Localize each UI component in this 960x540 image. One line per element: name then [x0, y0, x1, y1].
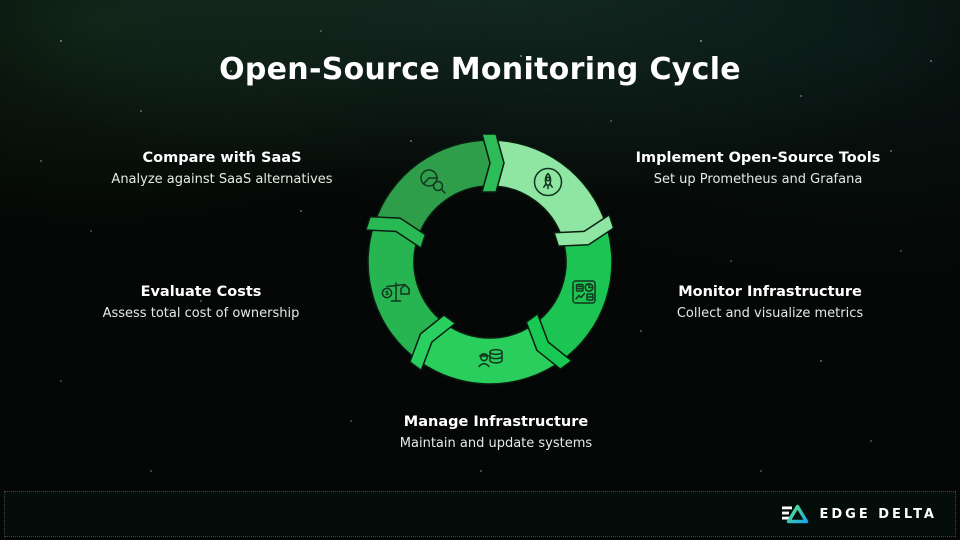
- step-description: Set up Prometheus and Grafana: [653, 172, 863, 187]
- step-implement-open-source-tools: Implement Open-Source Tools Set up Prome…: [636, 150, 881, 187]
- arrow-bottom-right: [525, 313, 573, 370]
- pie-magnifier-icon: [420, 169, 446, 194]
- cost-scale-icon: $: [381, 282, 410, 302]
- step-label: Implement Open-Source Tools: [635, 150, 881, 166]
- dashboard-icon: [572, 280, 596, 304]
- step-compare-with-saas: Compare with SaaS Analyze against SaaS a…: [111, 150, 332, 187]
- rocket-icon: [533, 167, 563, 197]
- cycle-diagram: $: [365, 133, 615, 385]
- svg-text:$: $: [385, 289, 390, 297]
- arrow-right-upper: [553, 214, 615, 247]
- step-label: Monitor Infrastructure: [678, 284, 862, 300]
- page-title: Open-Source Monitoring Cycle: [219, 52, 741, 87]
- step-label: Manage Infrastructure: [403, 414, 589, 430]
- step-label: Compare with SaaS: [142, 150, 302, 166]
- arrow-left-upper: [365, 215, 427, 249]
- step-description: Assess total cost of ownership: [102, 306, 300, 321]
- arrow-bottom-left: [409, 314, 457, 372]
- edge-delta-brand-text: EDGE DELTA: [819, 506, 937, 522]
- edge-delta-logo-icon: [781, 504, 808, 524]
- step-label: Evaluate Costs: [140, 284, 262, 300]
- edge-delta-brand: EDGE DELTA: [780, 502, 937, 526]
- footer-bar: EDGE DELTA: [4, 491, 956, 537]
- engineer-database-icon: [478, 348, 503, 368]
- step-monitor-infrastructure: Monitor Infrastructure Collect and visua…: [677, 284, 863, 321]
- step-evaluate-costs: Evaluate Costs Assess total cost of owne…: [103, 284, 300, 321]
- step-description: Collect and visualize metrics: [676, 306, 864, 321]
- step-description: Analyze against SaaS alternatives: [111, 172, 333, 187]
- arrow-top: [481, 133, 505, 193]
- step-manage-infrastructure: Manage Infrastructure Maintain and updat…: [400, 414, 592, 451]
- step-description: Maintain and update systems: [399, 436, 593, 451]
